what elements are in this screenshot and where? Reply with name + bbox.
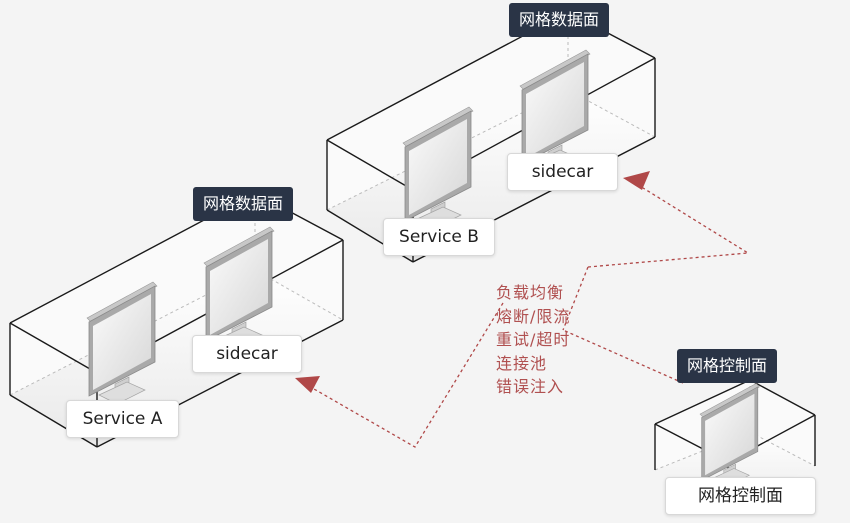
monitor-icon	[86, 281, 158, 405]
service-a-label: Service A	[66, 400, 179, 438]
control-plane-label: 网格控制面	[665, 477, 816, 515]
feature-item: 错误注入	[496, 377, 565, 396]
control-plane-tag: 网格控制面	[677, 349, 778, 383]
monitor-icon	[203, 226, 275, 350]
monitor-icon	[519, 49, 591, 173]
monitor-icon	[699, 383, 760, 488]
service-a-plane-tag: 网格数据面	[193, 187, 294, 221]
service-b-plane-tag: 网格数据面	[509, 3, 610, 37]
service-b-sidecar-label: sidecar	[507, 153, 618, 191]
feature-item: 负载均衡	[496, 283, 565, 302]
feature-item: 连接池	[496, 353, 548, 373]
arrow-head-icon	[623, 171, 650, 190]
traffic-features-list: 负载均衡 熔断/限流 重试/超时 连接池 错误注入	[496, 281, 570, 399]
control-to-data-plane-connectors	[306, 182, 751, 448]
feature-item: 重试/超时	[496, 330, 571, 349]
service-a-sidecar-label: sidecar	[192, 335, 302, 373]
service-b-label: Service B	[383, 218, 495, 256]
feature-item: 熔断/限流	[496, 306, 571, 326]
arrow-head-icon	[295, 376, 320, 393]
